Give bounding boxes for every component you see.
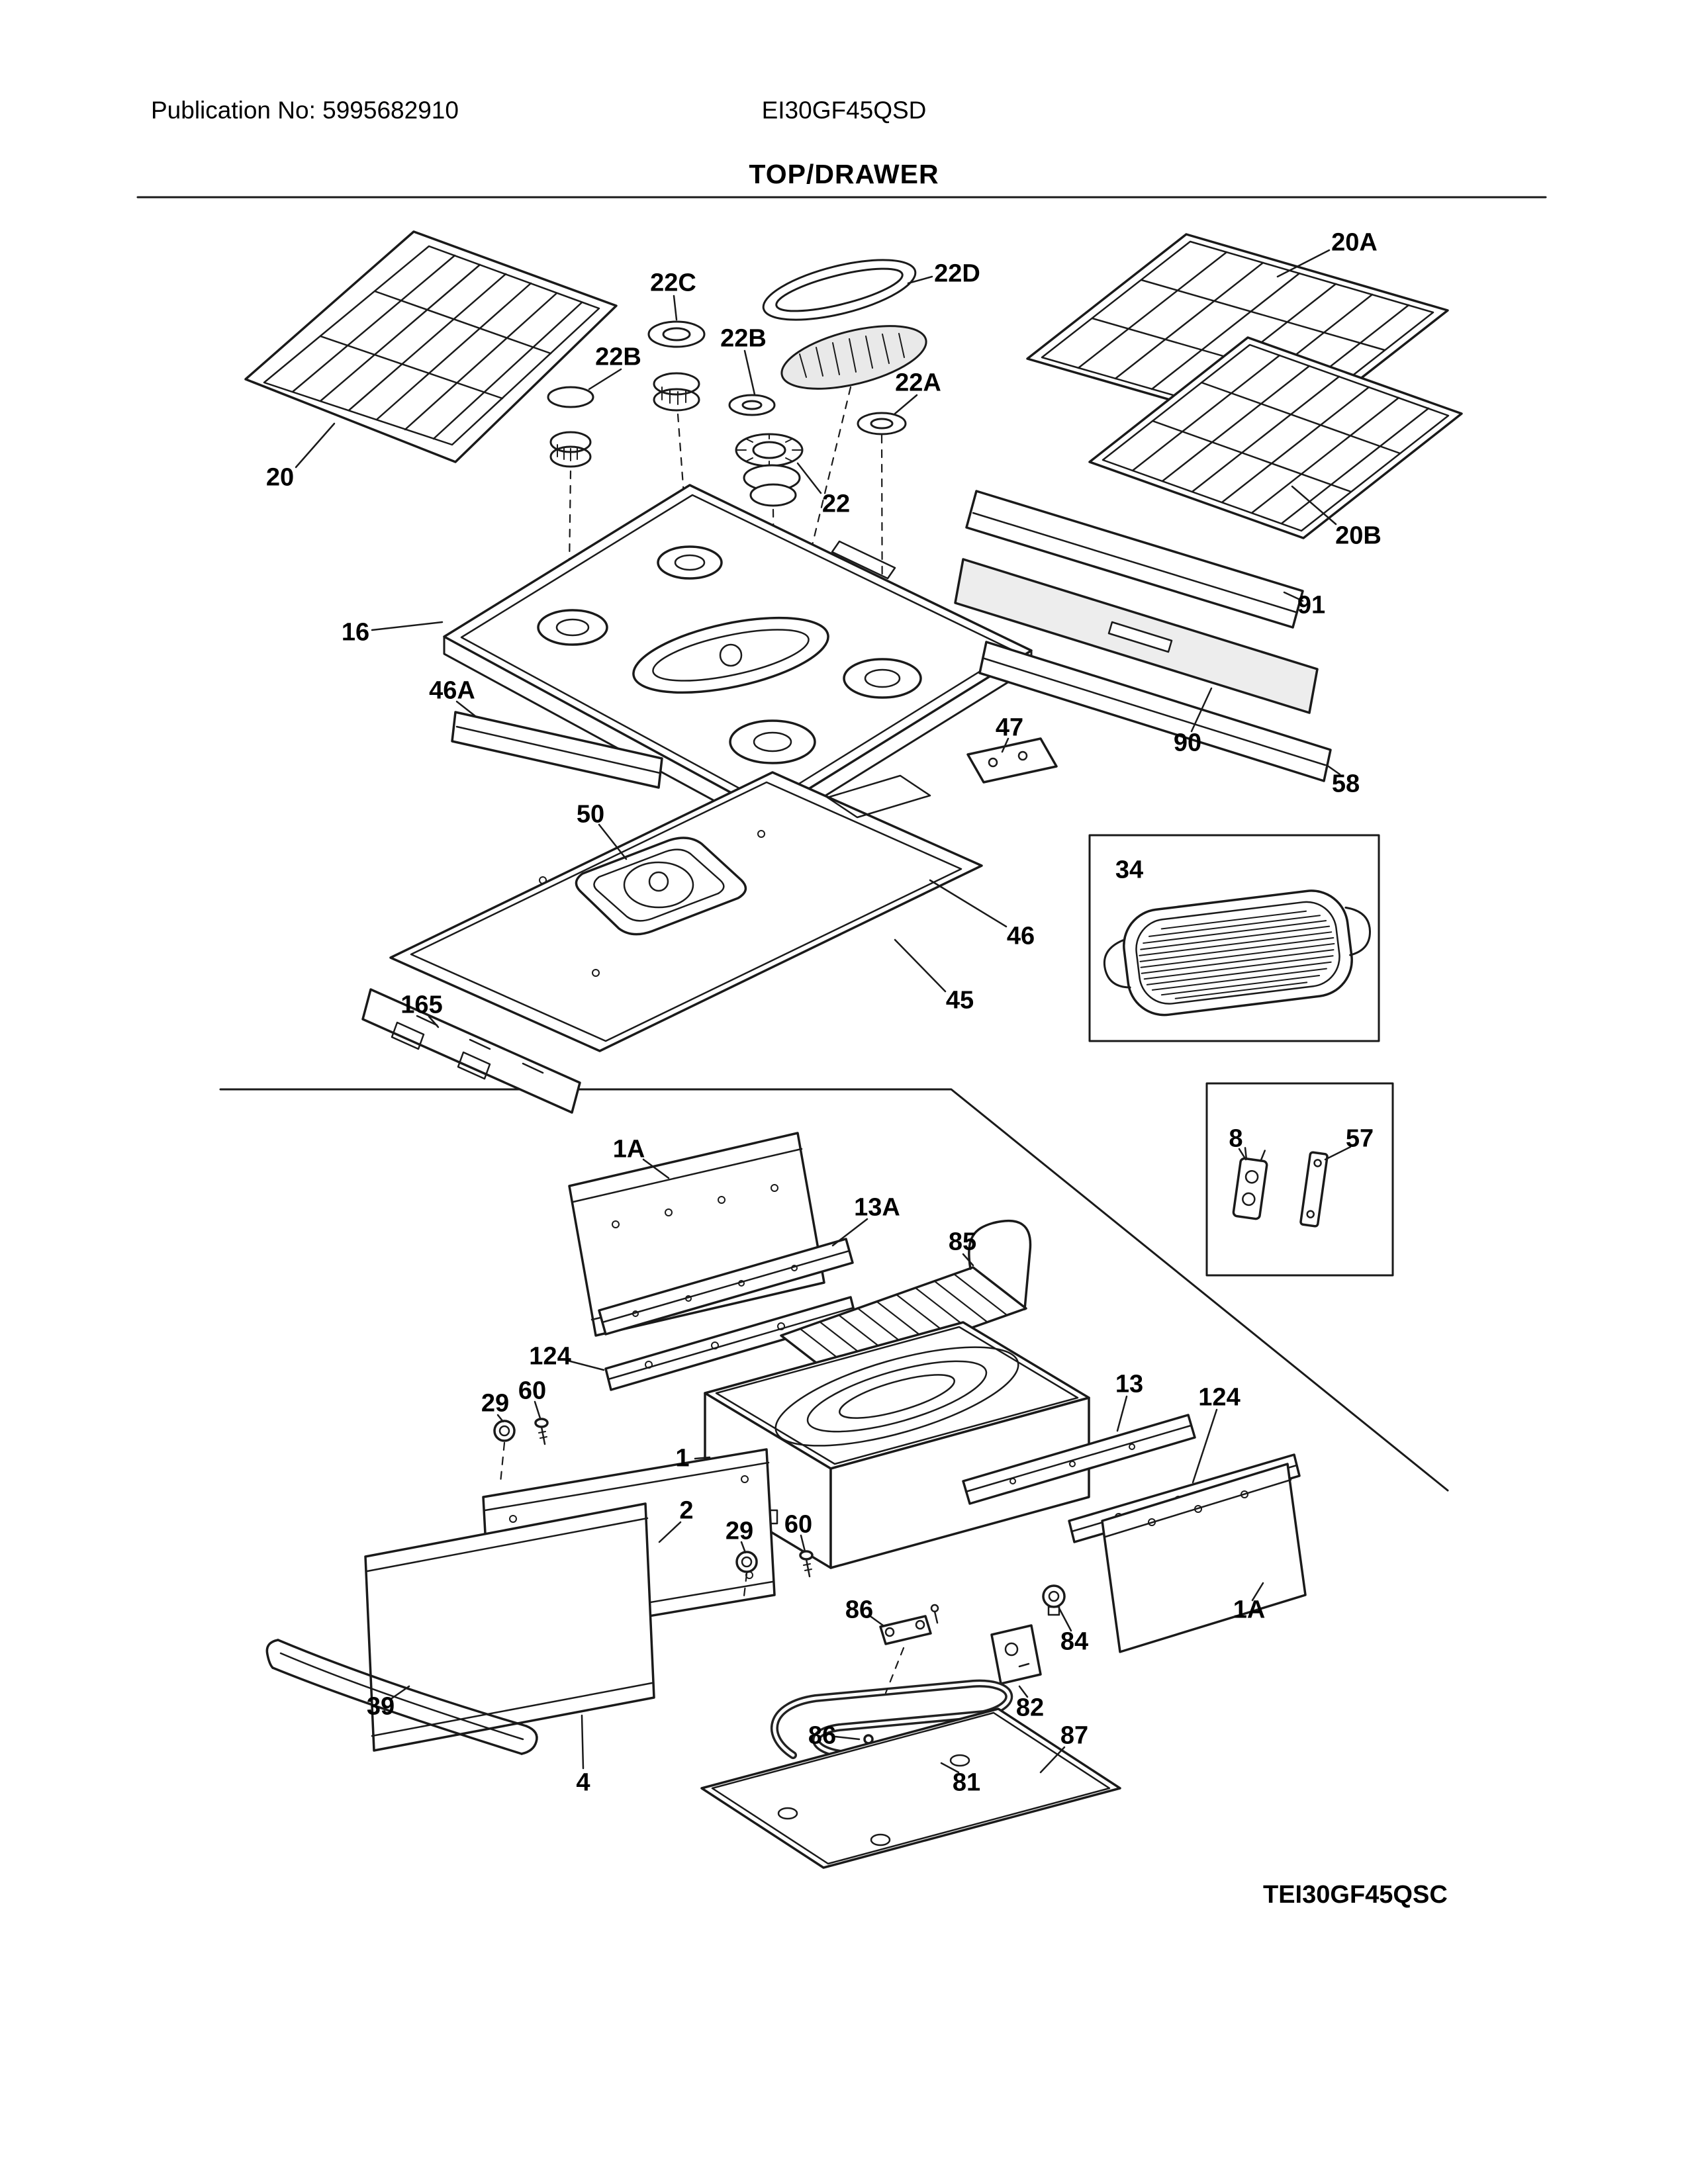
backguard-58-drawing bbox=[978, 641, 1332, 782]
backguard-91-drawing bbox=[965, 490, 1304, 629]
panel-4-drawing bbox=[364, 1502, 655, 1752]
griddle-34-drawing bbox=[1088, 834, 1380, 1042]
bracket-82-drawing bbox=[990, 1624, 1042, 1685]
part-84-drawing bbox=[1042, 1584, 1066, 1616]
fasteners-29-60-b-drawing bbox=[735, 1550, 814, 1578]
bracket-86-a-drawing bbox=[879, 1604, 939, 1645]
cooktop-16-drawing bbox=[443, 484, 1033, 832]
leader-lines bbox=[295, 249, 1352, 1774]
section-separator bbox=[219, 1088, 1449, 1492]
diagram-id: TEI30GF45QSC bbox=[1263, 1881, 1448, 1909]
maintop-body-drawing bbox=[389, 771, 983, 1052]
publication-number: Publication No: 5995682910 bbox=[151, 97, 459, 124]
burner-cap-22b-left-drawing bbox=[547, 386, 594, 468]
backguard-90-drawing bbox=[954, 558, 1319, 714]
model-number: EI30GF45QSD bbox=[761, 97, 927, 124]
element-81-drawing bbox=[771, 1679, 1013, 1770]
grate-20-drawing bbox=[244, 230, 618, 463]
pan-87-drawing bbox=[700, 1707, 1121, 1869]
slide-13a-drawing bbox=[598, 1238, 854, 1336]
burner-22-drawing bbox=[728, 394, 804, 507]
burner-ring-22c-drawing bbox=[647, 320, 706, 412]
burner-22d-drawing bbox=[762, 259, 927, 390]
handle-39-drawing bbox=[265, 1639, 538, 1755]
inset-box-8-57 bbox=[1205, 1082, 1394, 1277]
bracket-165-drawing bbox=[361, 988, 581, 1114]
fasteners-29-60-a-drawing bbox=[493, 1418, 549, 1445]
drawer-body-1-drawing bbox=[704, 1321, 1090, 1569]
grate-20b-drawing bbox=[1088, 336, 1463, 539]
panel-1a-bottom-drawing bbox=[1101, 1463, 1307, 1653]
burner-cap-22a-drawing bbox=[857, 412, 907, 435]
projection-lines-bottom bbox=[499, 1441, 905, 1694]
rail-46a-drawing bbox=[451, 711, 663, 789]
slide-13-drawing bbox=[962, 1414, 1196, 1505]
page-title: TOP/DRAWER bbox=[749, 159, 939, 189]
plate-47-drawing bbox=[966, 737, 1058, 784]
